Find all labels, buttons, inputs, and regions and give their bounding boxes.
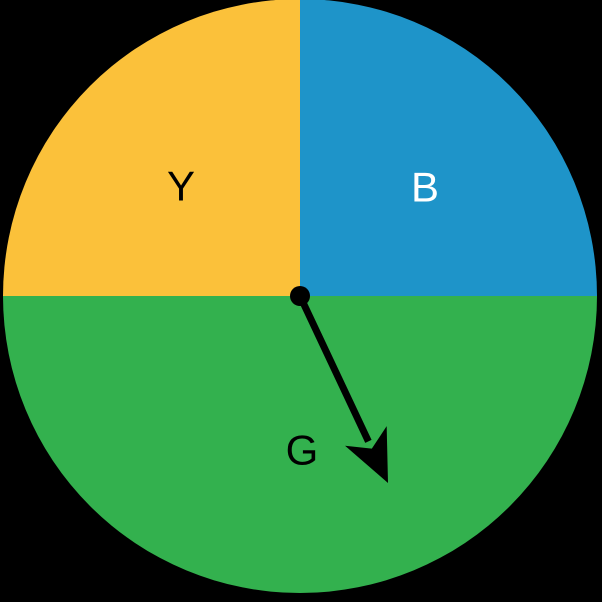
spinner-label-yellow: Y — [167, 163, 195, 210]
spinner-pointer[interactable] — [296, 294, 388, 483]
spinner-sector-yellow[interactable] — [3, 0, 300, 296]
spinner-label-blue: B — [411, 164, 439, 211]
spinner-sector-blue[interactable] — [300, 0, 597, 296]
spinner-sector-green[interactable] — [3, 296, 597, 593]
spinner-center-hub[interactable] — [290, 286, 310, 306]
spinner-pointer-arrowhead — [345, 426, 388, 483]
spinner-pointer-shaft — [296, 294, 372, 443]
spinner-label-green: G — [286, 427, 319, 474]
